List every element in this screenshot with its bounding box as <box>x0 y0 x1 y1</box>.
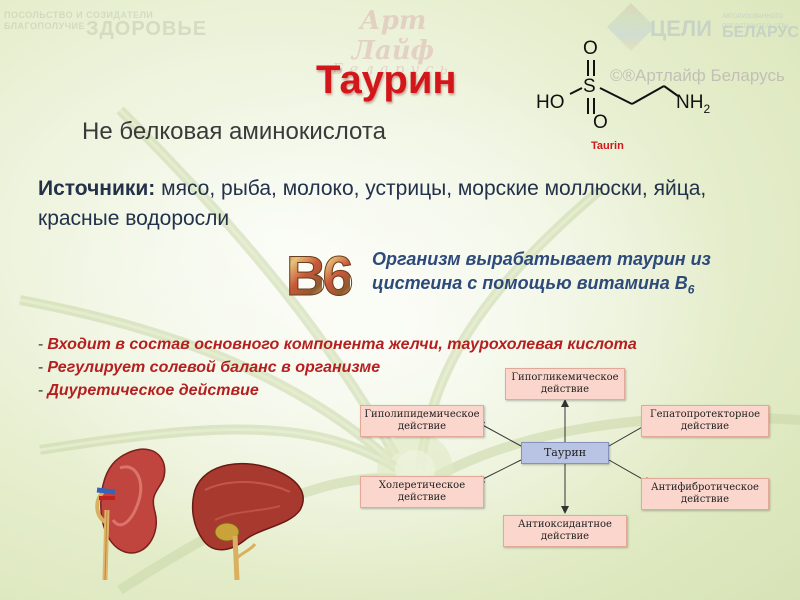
logo-right-goal: ЦЕЛИ <box>650 16 712 41</box>
liver-icon <box>191 462 304 581</box>
vitamin-b6-logo: B6 <box>285 247 358 304</box>
list-item: -Регулирует солевой баланс в организме <box>38 356 688 379</box>
list-dash: - <box>38 382 44 399</box>
logo-right-small: АВТОРИЗОВАННОГО ПРЕДСТАВИТЕЛЬСТВА <box>722 14 790 30</box>
logo-health-wellbeing: ПОСОЛЬСТВО И СОЗИДАТЕЛИ БЛАГОПОЛУЧИЕ ЗДО… <box>4 10 224 46</box>
effect-top: Гипогликемическое действие <box>505 368 625 400</box>
logo-left-small-1: ПОСОЛЬСТВО И СОЗИДАТЕЛИ <box>4 10 154 20</box>
list-item: -Диуретическое действие <box>38 379 688 402</box>
effect-left-bottom: Холеретическое действие <box>360 476 484 508</box>
molecule-bonds <box>569 60 679 114</box>
organs-illustration <box>95 448 304 581</box>
logo-left-small-2: БЛАГОПОЛУЧИЕ <box>4 21 85 31</box>
logo-center-line-2: Беларусь <box>332 60 454 78</box>
logo-left-big: ЗДОРОВЬЕ <box>86 18 208 40</box>
taurine-effects-diagram: Гипогликемическое действие Гиполипидемич… <box>355 360 780 555</box>
molecule-o-top: O <box>583 38 598 59</box>
molecule-ho: HO <box>536 92 565 113</box>
effect-right-top: Гепатопротекторное действие <box>641 405 769 437</box>
list-item-text: Регулирует солевой баланс в организме <box>47 359 381 376</box>
effect-center-taurine: Таурин <box>521 442 609 464</box>
effect-left-top: Гиполипидемическое действие <box>360 405 484 437</box>
effect-bottom: Антиоксидантное действие <box>503 515 627 547</box>
list-item: -Входит в состав основного компонента же… <box>38 333 688 356</box>
molecule-s: S <box>583 76 596 97</box>
list-dash: - <box>38 336 44 353</box>
b6-letter: B <box>285 244 327 307</box>
list-item-text: Диуретическое действие <box>47 382 259 399</box>
logo-center-line-1: Арт Лайф <box>351 6 435 66</box>
logo-goals-belarus: ЦЕЛИ АВТОРИЗОВАННОГО ПРЕДСТАВИТЕЛЬСТВА Б… <box>606 2 800 52</box>
copyright-watermark: ©®Артлайф Беларусь <box>610 66 785 85</box>
organism-text: Организм вырабатывает таурин из цистеина… <box>372 249 711 293</box>
molecule-nh2: NH2 <box>676 92 710 116</box>
effect-right-bottom: Антифибротическое действие <box>641 478 769 510</box>
taurine-structure: O S HO NH2 O Taurin <box>536 38 726 156</box>
sources-text: мясо, рыба, молоко, устрицы, морские мол… <box>38 177 707 230</box>
organism-note: Организм вырабатывает таурин из цистеина… <box>372 247 772 302</box>
page-title: Таурин <box>316 58 457 102</box>
molecule-nh: NH <box>676 92 704 113</box>
molecule-caption: Taurin <box>591 140 624 152</box>
b6-digit: 6 <box>322 244 354 307</box>
sources-label: Источники: <box>38 177 156 200</box>
kidney-icon <box>95 448 166 581</box>
list-dash: - <box>38 359 44 376</box>
sources-paragraph: Источники: мясо, рыба, молоко, устрицы, … <box>38 174 778 234</box>
list-item-text: Входит в состав основного компонента жел… <box>47 336 637 353</box>
page-subtitle: Не белковая аминокислота <box>82 118 386 145</box>
molecule-o-bottom: O <box>593 112 608 133</box>
molecule-nh2-sub: 2 <box>703 101 711 116</box>
effects-list: -Входит в состав основного компонента же… <box>38 333 688 402</box>
logo-artlife: Арт Лайф Беларусь <box>318 6 468 78</box>
logo-right-big: БЕЛАРУСИ <box>722 24 800 41</box>
organism-sub: 6 <box>687 282 695 297</box>
